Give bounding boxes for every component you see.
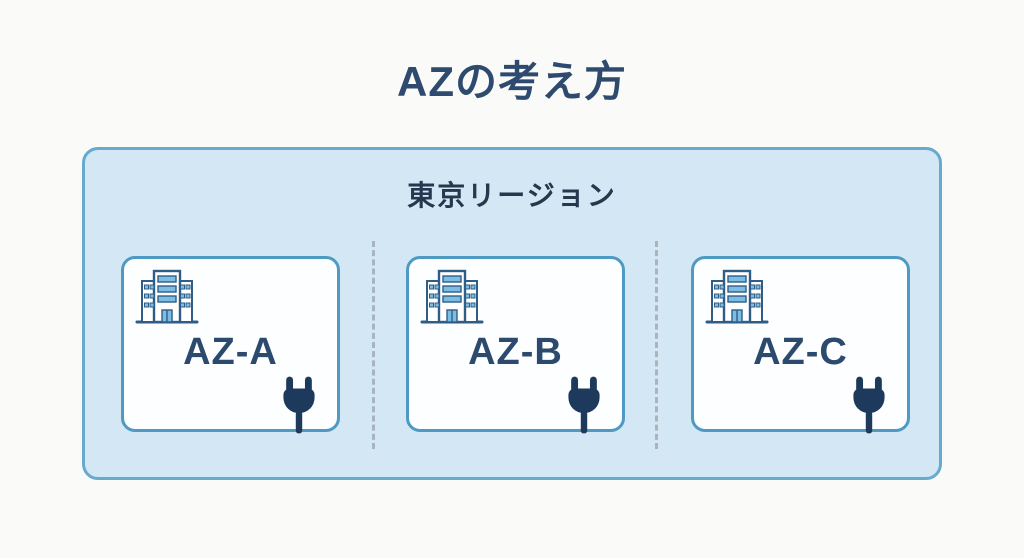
- az-card-b: AZ-B: [406, 256, 625, 434]
- page-title: AZの考え方: [397, 58, 627, 105]
- az-card-c: AZ-C: [691, 256, 910, 434]
- region-label: 東京リージョン: [407, 180, 617, 211]
- az-label: AZ-A: [183, 330, 278, 373]
- dashed-divider: [372, 241, 375, 449]
- region-container: 東京リージョン AZ-A AZ-B AZ-C: [82, 147, 942, 480]
- power-plug-icon: [283, 376, 315, 434]
- az-label: AZ-B: [468, 330, 563, 373]
- az-card-a: AZ-A: [121, 256, 340, 434]
- power-plug-icon: [853, 376, 885, 434]
- az-label: AZ-C: [753, 330, 848, 373]
- dashed-divider: [655, 241, 658, 449]
- power-plug-icon: [568, 376, 600, 434]
